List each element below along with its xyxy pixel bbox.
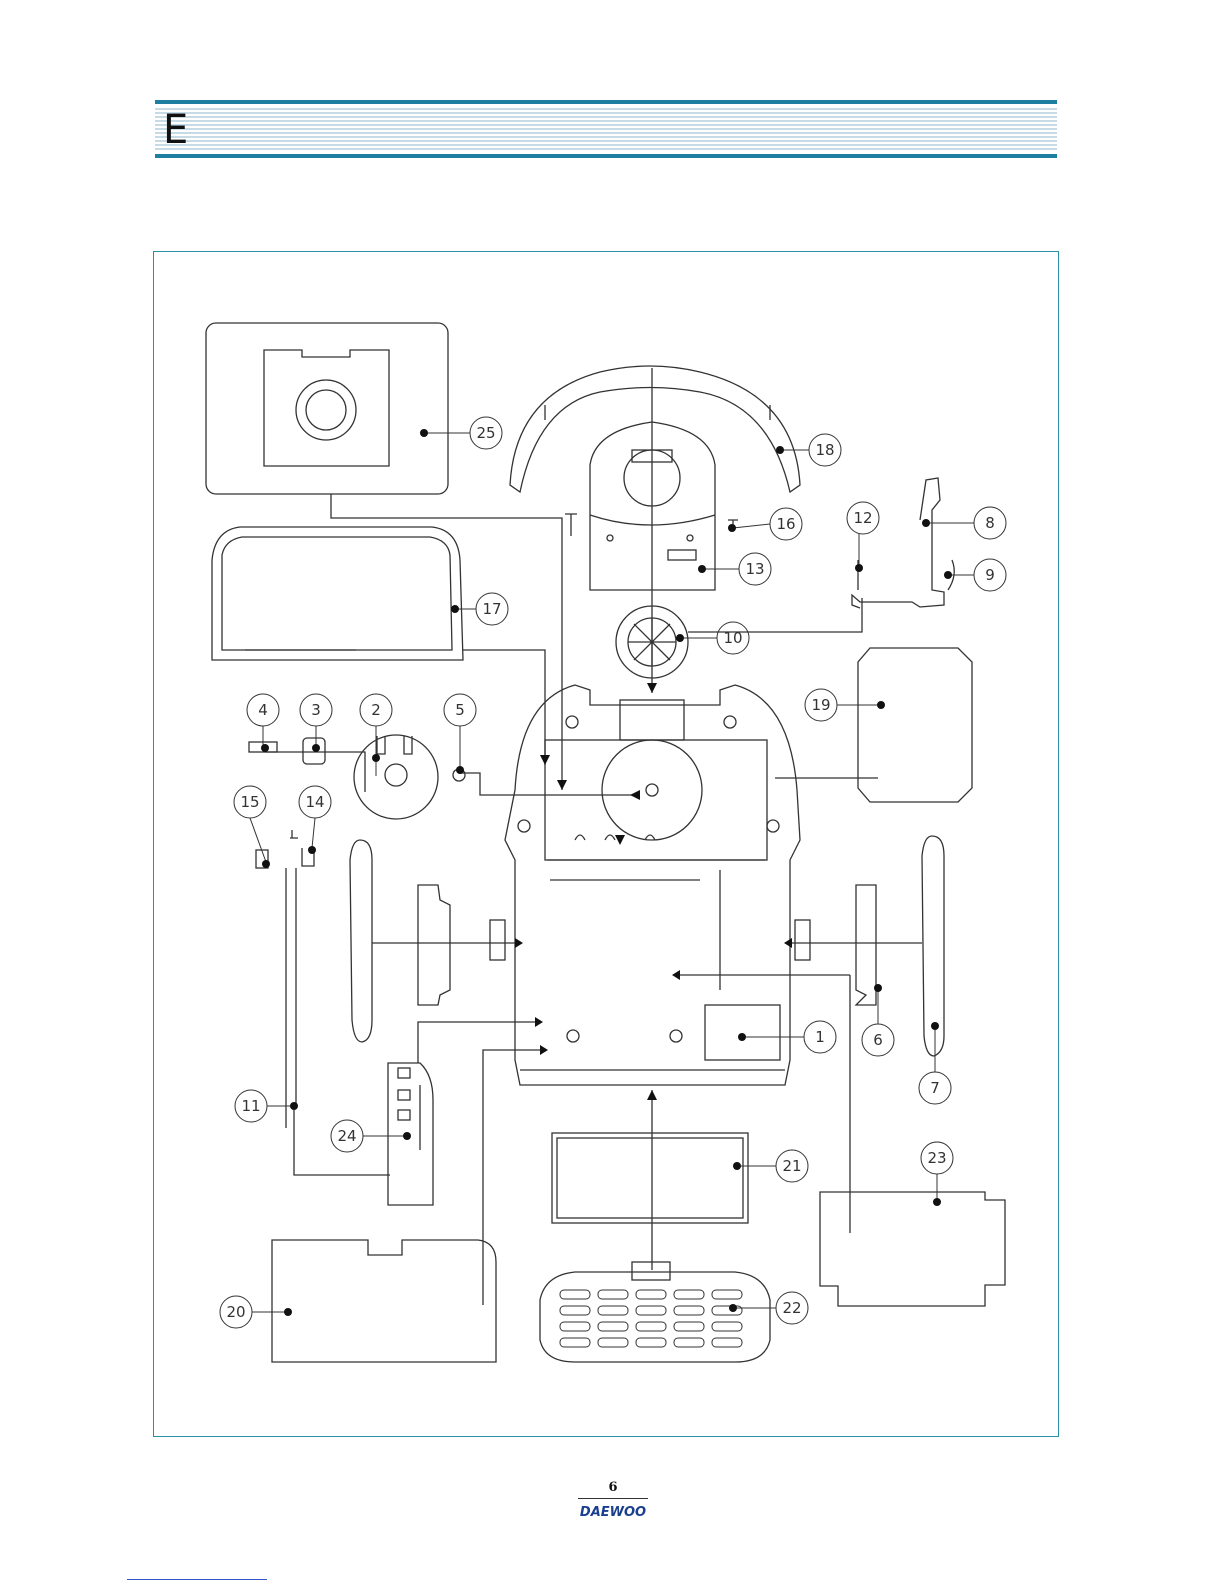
- callout-9: 9: [985, 566, 995, 584]
- bag-cover: [212, 527, 545, 765]
- rear-filter-sponge: [552, 1133, 748, 1223]
- bottom-link-underline: [127, 1579, 267, 1580]
- callout-18: 18: [815, 441, 834, 459]
- dust-bag: [206, 323, 577, 790]
- callout-7: 7: [930, 1079, 940, 1097]
- callout-25: 25: [476, 424, 495, 442]
- callout-10: 10: [723, 629, 742, 647]
- main-body-chassis: [505, 685, 800, 1085]
- right-wheel: [785, 836, 944, 1056]
- callout-8: 8: [985, 514, 995, 532]
- bottom-cover-left: [272, 1240, 496, 1362]
- exhaust-grille: [540, 1262, 770, 1362]
- carry-handle: [510, 366, 800, 492]
- callout-1: 1: [815, 1028, 825, 1046]
- left-wheel: [350, 840, 515, 1042]
- callout-15: 15: [240, 793, 259, 811]
- callout-2: 2: [371, 701, 381, 719]
- callout-12: 12: [853, 509, 872, 527]
- callout-5: 5: [455, 701, 465, 719]
- callout-21: 21: [782, 1157, 801, 1175]
- callout-11: 11: [241, 1097, 260, 1115]
- brand-logo: DAEWOO: [573, 1502, 653, 1520]
- svg-text:DAEWOO: DAEWOO: [580, 1505, 646, 1520]
- callout-22: 22: [782, 1299, 801, 1317]
- power-cord: [256, 830, 390, 1175]
- latch-bracket: [852, 478, 954, 608]
- footer-rule: [578, 1498, 648, 1499]
- exhaust-filter-panel: [775, 648, 972, 802]
- callout-23: 23: [927, 1149, 946, 1167]
- callout-16: 16: [776, 515, 795, 533]
- callout-6: 6: [873, 1031, 883, 1049]
- page-number: 6: [598, 1480, 628, 1495]
- callout-24: 24: [337, 1127, 356, 1145]
- callout-17: 17: [482, 600, 501, 618]
- callout-4: 4: [258, 701, 268, 719]
- callout-20: 20: [226, 1303, 245, 1321]
- callout-14: 14: [305, 793, 324, 811]
- callout-13: 13: [745, 560, 764, 578]
- callout-3: 3: [311, 701, 321, 719]
- bottom-cover-right: [820, 1192, 1005, 1306]
- callout-19: 19: [811, 696, 830, 714]
